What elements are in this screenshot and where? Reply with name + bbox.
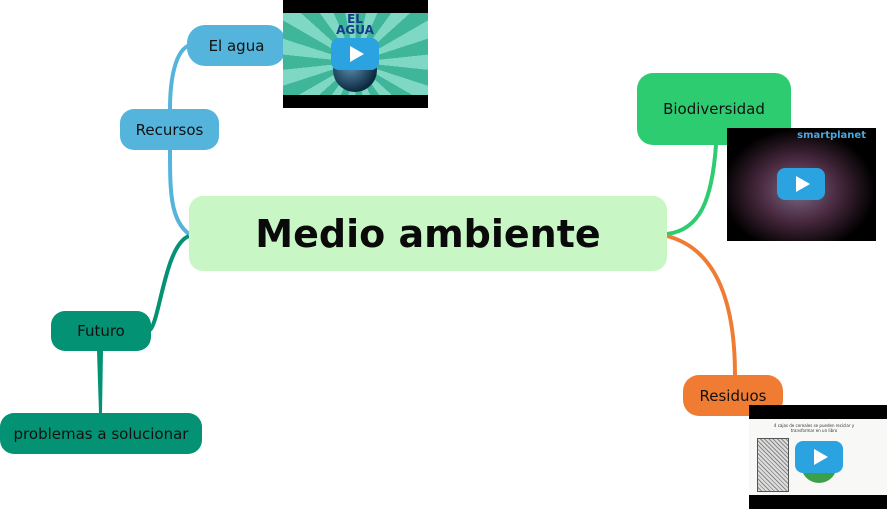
video-thumbnail-residuos[interactable]: 4 cajas de cereales se pueden reciclar y… bbox=[749, 405, 887, 509]
play-icon[interactable] bbox=[795, 441, 843, 473]
link-central-recursos bbox=[168, 149, 191, 236]
node-futuro[interactable]: Futuro bbox=[51, 311, 151, 351]
play-icon[interactable] bbox=[777, 168, 825, 200]
link-futuro-problemas bbox=[97, 351, 103, 413]
video-thumbnail-el-agua[interactable]: EL AGUA bbox=[283, 0, 428, 108]
video-title: EL AGUA bbox=[336, 12, 374, 37]
link-recursos-agua bbox=[168, 43, 191, 110]
central-node[interactable]: Medio ambiente bbox=[189, 196, 667, 271]
video-caption: 4 cajas de cereales se pueden reciclar y… bbox=[773, 423, 855, 433]
link-central-futuro bbox=[148, 234, 191, 332]
node-residuos[interactable]: Residuos bbox=[683, 375, 783, 416]
cereal-boxes-image bbox=[757, 438, 789, 492]
node-problemas-a-solucionar[interactable]: problemas a solucionar bbox=[0, 413, 202, 454]
smartplanet-logo: smartplanet bbox=[797, 130, 866, 141]
link-central-bio bbox=[666, 144, 718, 236]
link-central-residuos bbox=[666, 234, 737, 376]
play-icon[interactable] bbox=[331, 38, 379, 70]
video-thumbnail-biodiversidad[interactable]: smartplanet bbox=[727, 128, 876, 241]
node-recursos[interactable]: Recursos bbox=[120, 109, 219, 150]
node-el-agua[interactable]: El agua bbox=[187, 25, 286, 66]
